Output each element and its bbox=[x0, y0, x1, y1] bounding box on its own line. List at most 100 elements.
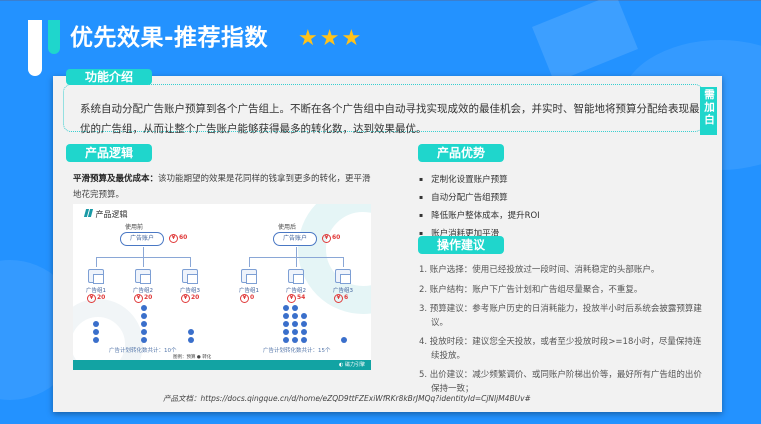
product-doc-link[interactable]: 产品文档：https://docs.qingque.cn/d/home/eZQD… bbox=[163, 393, 531, 404]
connector bbox=[249, 257, 250, 267]
before-total: 广告计划转化数共计：10个 bbox=[109, 348, 177, 354]
conversion-dot bbox=[292, 329, 298, 335]
conversion-dot bbox=[301, 329, 307, 335]
conversion-dot bbox=[301, 337, 307, 343]
logo-bar-icon bbox=[48, 20, 60, 54]
conversion-dot bbox=[141, 321, 147, 327]
conversion-dot bbox=[292, 321, 298, 327]
advantages-list: 定制化设置账户预算 自动分配广告组预算 降低账户整体成本，提升ROI 账户消耗更… bbox=[419, 171, 540, 243]
list-item: 降低账户整体成本，提升ROI bbox=[419, 207, 540, 225]
group-budget: ¥6 bbox=[334, 294, 348, 303]
connector bbox=[143, 257, 144, 267]
group-budget: ¥0 bbox=[240, 294, 254, 303]
diagram-legend: 图例：预算 ● 转化 bbox=[173, 355, 212, 360]
diagram-footer-bar: ◐ 磁力引擎 bbox=[73, 360, 371, 370]
operations-list: 1. 账户选择：使用已经投放过一段时间、消耗稳定的头部账户。 2. 账户结构：账… bbox=[419, 264, 704, 402]
conversion-dot bbox=[93, 321, 99, 327]
before-label: 使用前 bbox=[125, 224, 144, 231]
ad-group-label: 广告组3 bbox=[333, 288, 353, 294]
advantages-tag: 产品优势 bbox=[418, 144, 504, 162]
intro-section: 系统自动分配广告账户预算到各个广告组上。不断在各个广告组中自动寻找实现成效的最佳… bbox=[63, 84, 717, 135]
intro-text: 系统自动分配广告账户预算到各个广告组上。不断在各个广告组中自动寻找实现成效的最佳… bbox=[80, 103, 700, 135]
conversion-dot bbox=[283, 321, 289, 327]
budget-coin-icon: ¥ bbox=[334, 294, 343, 303]
conversion-dot bbox=[141, 329, 147, 335]
background-decoration bbox=[532, 0, 638, 83]
conversion-dot bbox=[141, 337, 147, 343]
budget-coin-icon: ¥ bbox=[287, 294, 296, 303]
ad-group-label: 广告组1 bbox=[239, 288, 259, 294]
group-budget: ¥20 bbox=[181, 294, 199, 303]
after-label: 使用后 bbox=[278, 224, 297, 231]
list-item: 1. 账户选择：使用已经投放过一段时间、消耗稳定的头部账户。 bbox=[419, 265, 660, 275]
conversion-dot bbox=[292, 337, 298, 343]
ad-account-node: 广告账户 bbox=[120, 232, 164, 246]
ad-group-label: 广告组1 bbox=[86, 288, 106, 294]
list-item: 账户消耗更加平滑 bbox=[419, 225, 540, 243]
conversion-dot bbox=[188, 337, 194, 343]
ad-group-computer-icon bbox=[88, 269, 104, 284]
conversion-dot bbox=[301, 321, 307, 327]
diagram-title: 产品逻辑 bbox=[83, 209, 128, 220]
operations-tag: 操作建议 bbox=[418, 236, 504, 254]
logo-bar-icon bbox=[28, 20, 42, 76]
ad-group-computer-icon bbox=[135, 269, 151, 284]
whitelist-required-tag: 需加白 bbox=[700, 87, 717, 135]
doc-url[interactable]: https://docs.qingque.cn/d/home/eZQD9ttFZ… bbox=[200, 394, 531, 403]
budget-coin-icon: ¥ bbox=[240, 294, 249, 303]
connector bbox=[296, 247, 297, 257]
conversion-dot bbox=[93, 329, 99, 335]
conversion-dot bbox=[283, 329, 289, 335]
account-budget: ¥60 bbox=[322, 234, 340, 243]
conversion-dot bbox=[341, 337, 347, 343]
conversion-dot bbox=[301, 313, 307, 319]
conversion-dot bbox=[283, 305, 289, 311]
group-budget: ¥54 bbox=[287, 294, 305, 303]
list-item: 定制化设置账户预算 bbox=[419, 171, 540, 189]
logic-desc-text: 该功能期望的效果是花同样的钱拿到更多的转化，更平滑地花完预算。 bbox=[73, 174, 371, 200]
list-item: 2. 账户结构：账户下广告计划和广告组尽量聚合，不重复。 bbox=[419, 284, 643, 295]
conversion-dot bbox=[141, 305, 147, 311]
list-item: 5. 出价建议：减少频繁调价、或同账户阶梯出价等，最好所有广告组的出价保持一致； bbox=[419, 370, 702, 394]
intro-tag: 功能介绍 bbox=[66, 69, 152, 85]
brand-logo: ◐ 磁力引擎 bbox=[339, 362, 365, 368]
account-budget: ¥60 bbox=[169, 234, 187, 243]
list-item: 3. 预算建议：参考账户历史的日消耗能力，投放半小时后系统会披露预算建议。 bbox=[419, 304, 702, 328]
top-border bbox=[0, 0, 761, 1]
conversion-dot bbox=[93, 337, 99, 343]
budget-coin-icon: ¥ bbox=[181, 294, 190, 303]
conversion-dot bbox=[283, 337, 289, 343]
logic-description: 平滑预算及最优成本：该功能期望的效果是花同样的钱拿到更多的转化，更平滑地花完预算… bbox=[73, 171, 373, 203]
budget-coin-icon: ¥ bbox=[322, 234, 331, 243]
ad-account-node: 广告账户 bbox=[273, 232, 317, 246]
group-budget: ¥20 bbox=[87, 294, 105, 303]
list-item: 4. 投放时段：建议您全天投放，或者至少投放时段>=18小时，尽量保持连续投放。 bbox=[419, 337, 702, 361]
ad-group-computer-icon bbox=[288, 269, 304, 284]
connector bbox=[343, 257, 344, 267]
ad-group-label: 广告组2 bbox=[286, 288, 306, 294]
content-card: 系统自动分配广告账户预算到各个广告组上。不断在各个广告组中自动寻找实现成效的最佳… bbox=[53, 69, 722, 412]
ad-group-computer-icon bbox=[182, 269, 198, 284]
ad-group-label: 广告组3 bbox=[180, 288, 200, 294]
budget-coin-icon: ¥ bbox=[169, 234, 178, 243]
connector bbox=[143, 247, 144, 257]
budget-coin-icon: ¥ bbox=[134, 294, 143, 303]
group-budget: ¥20 bbox=[134, 294, 152, 303]
side-tag-label: 需加白 bbox=[703, 89, 715, 127]
conversion-dot bbox=[283, 313, 289, 319]
logic-tag: 产品逻辑 bbox=[66, 144, 152, 162]
ad-group-computer-icon bbox=[241, 269, 257, 284]
connector bbox=[296, 257, 297, 267]
budget-coin-icon: ¥ bbox=[87, 294, 96, 303]
conversion-dot bbox=[188, 329, 194, 335]
title-mark-icon bbox=[87, 209, 94, 217]
connector bbox=[96, 257, 97, 267]
connector bbox=[190, 257, 191, 267]
conversion-dot bbox=[292, 313, 298, 319]
logic-desc-bold: 平滑预算及最优成本： bbox=[73, 174, 159, 184]
after-total: 广告计划转化数共计：15个 bbox=[263, 348, 331, 354]
diagram-title-text: 产品逻辑 bbox=[95, 210, 128, 219]
doc-label: 产品文档： bbox=[163, 394, 201, 403]
list-item: 自动分配广告组预算 bbox=[419, 189, 540, 207]
conversion-dot bbox=[292, 305, 298, 311]
